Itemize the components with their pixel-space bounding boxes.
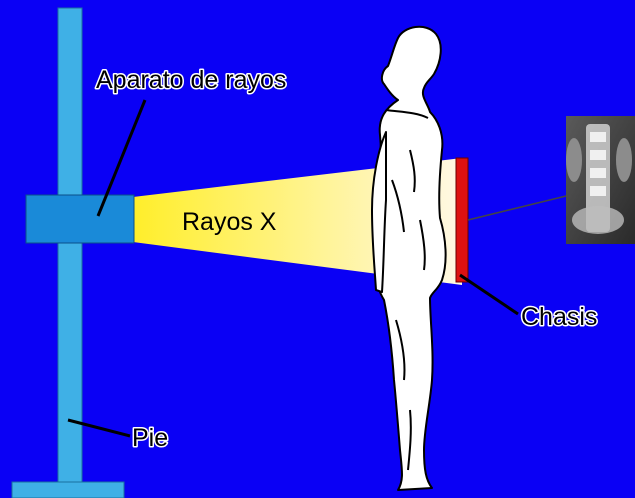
cassette-label: Chasis	[521, 303, 597, 331]
stand-label: Pie	[132, 424, 168, 452]
stand-pole	[58, 8, 82, 490]
standing-person-figure	[372, 27, 446, 490]
cassette-pointer	[460, 275, 518, 314]
radiograph-image	[566, 116, 635, 244]
xray-apparatus	[26, 195, 134, 243]
apparatus-label: Aparato de rayos	[96, 66, 286, 94]
radiograph-connector	[468, 196, 566, 220]
cassette	[456, 158, 468, 282]
stand-base	[12, 482, 124, 498]
beam-label: Rayos X	[182, 208, 277, 236]
